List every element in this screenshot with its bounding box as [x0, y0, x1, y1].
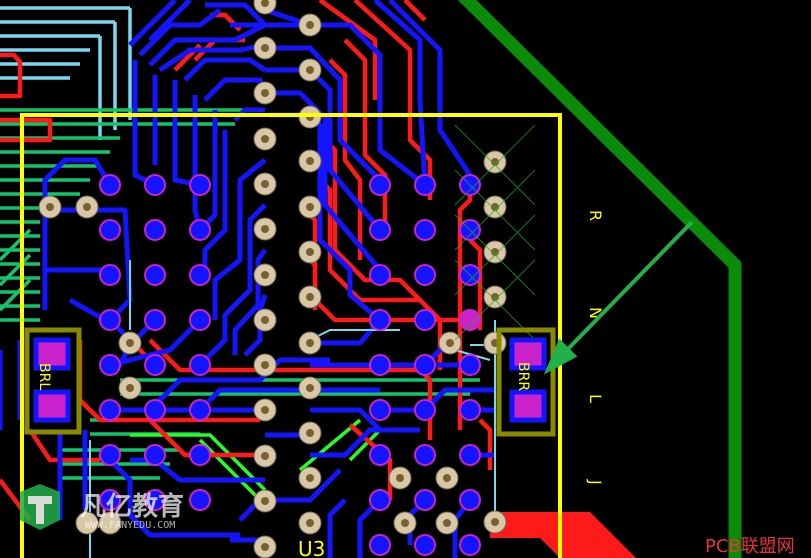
silk-letter-j: J	[586, 479, 605, 485]
top-copper-pour	[490, 512, 636, 558]
component-brl: BRL	[24, 327, 82, 435]
watermark-logo: 凡亿教育 WWW.FANYEDU.COM	[20, 484, 184, 531]
inner-layer-traces-left	[0, 6, 480, 502]
drc-markers	[454, 124, 536, 341]
board-outline	[457, 0, 742, 558]
silk-letter-l: L	[586, 394, 605, 403]
silk-letter-r: R	[586, 210, 605, 221]
annotation-arrow	[543, 220, 694, 375]
brl-label: BRL	[36, 363, 52, 390]
silkscreen-row-letters: R N L J	[586, 210, 605, 485]
brr-label: BRR	[515, 362, 531, 391]
watermark-brand-cn: 凡亿教育	[80, 491, 184, 522]
watermark-brand-url: WWW.FANYEDU.COM	[85, 520, 175, 531]
bga-pad-array	[99, 174, 481, 556]
u3-designator: U3	[298, 537, 325, 558]
component-outline-u3	[20, 113, 562, 558]
via-array	[38, 0, 507, 558]
component-brr: BRR	[496, 327, 556, 437]
silk-letter-n: N	[586, 307, 605, 319]
corner-watermark: PCB联盟网	[705, 536, 795, 557]
